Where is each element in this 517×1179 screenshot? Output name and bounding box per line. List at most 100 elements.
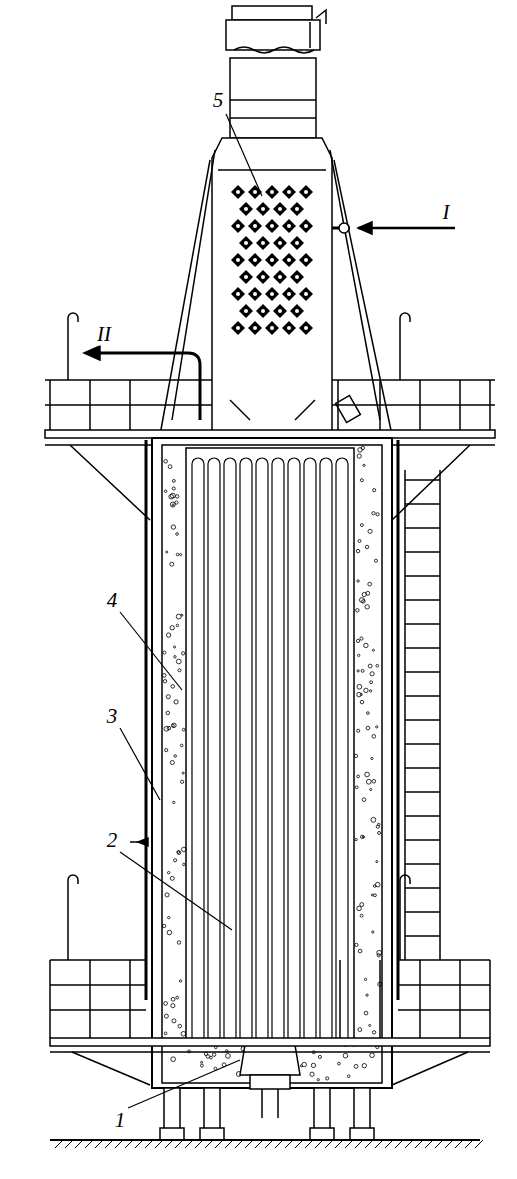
ladder-rung (405, 743, 440, 745)
diamond-hole (278, 241, 282, 245)
aggregate-dot (370, 1053, 375, 1058)
diamond-hole (253, 190, 257, 194)
aggregate-dot (364, 688, 368, 692)
lower-platform (50, 875, 490, 1085)
hatch-stroke (385, 1140, 393, 1148)
leader-lines (120, 114, 262, 1108)
aggregate-dot (174, 656, 176, 658)
aggregate-dot (165, 893, 169, 897)
aggregate-dot (212, 1053, 215, 1056)
aggregate-dot (162, 924, 165, 927)
aggregate-dot (178, 669, 181, 672)
aggregate-dot (176, 614, 181, 619)
aggregate-dot (365, 772, 370, 777)
hatch-stroke (225, 1140, 233, 1148)
aggregate-dot (356, 639, 359, 642)
diamond-hole (278, 275, 282, 279)
diamond-mark (290, 304, 304, 318)
hatch-stroke (195, 1140, 203, 1148)
hatch-stroke (75, 1140, 83, 1148)
diamond-hole (304, 224, 308, 228)
diamond-hole (236, 224, 240, 228)
ladder-rung (405, 791, 440, 793)
leg-base (200, 1128, 224, 1140)
aggregate-dot (362, 798, 366, 802)
aggregate-dot (174, 755, 177, 758)
aggregate-dot (167, 930, 172, 935)
diamond-hole (304, 292, 308, 296)
aggregate-dot (181, 1031, 186, 1036)
aggregate-dot (362, 1063, 366, 1067)
diamond-mark (265, 287, 279, 301)
aggregate-dot (357, 775, 360, 778)
aggregate-dot (172, 479, 175, 482)
railing-post (89, 380, 91, 430)
aggregate-dot (164, 459, 168, 463)
aggregate-dot (373, 489, 376, 492)
hatch-stroke (255, 1140, 263, 1148)
hatch-stroke (245, 1140, 253, 1148)
aggregate-dot (366, 591, 370, 595)
aggregate-dot (357, 684, 362, 689)
aggregate-dot (364, 643, 368, 647)
diamond-hole (244, 207, 248, 211)
aggregate-dot (170, 562, 174, 566)
aggregate-dot (356, 609, 359, 612)
aggregate-dot (355, 838, 357, 840)
aggregate-dot (180, 780, 183, 783)
aggregate-dot (175, 495, 178, 498)
hatch-stroke (105, 1140, 113, 1148)
hatch-stroke (375, 1140, 383, 1148)
hatch-stroke (85, 1140, 93, 1148)
aggregate-dot (364, 1011, 368, 1015)
aggregate-dot (174, 700, 178, 704)
aggregate-dot (180, 554, 182, 556)
diamond-mark (290, 270, 304, 284)
aggregate-dot (206, 1055, 210, 1059)
aggregate-dot (171, 997, 175, 1001)
aggregate-dot (166, 633, 170, 637)
hatch-stroke (205, 1140, 213, 1148)
aggregate-dot (166, 695, 170, 699)
diamond-mark (273, 202, 287, 216)
aggregate-dot (366, 994, 368, 996)
tube-bundle (192, 458, 348, 1040)
aggregate-dot (180, 744, 183, 747)
diamond-hole (253, 258, 257, 262)
aggregate-dot (360, 479, 363, 482)
aggregate-dot (363, 464, 365, 466)
aggregate-dot (164, 1014, 168, 1018)
aggregate-dot (171, 1057, 176, 1062)
aggregate-dot (181, 614, 183, 616)
aggregate-dot (365, 545, 368, 548)
outlet-pipe (84, 346, 200, 420)
aggregate-dot (310, 1072, 314, 1076)
hatch-stroke (475, 1140, 483, 1148)
hatch-stroke (165, 1140, 173, 1148)
diamond-mark (231, 219, 245, 233)
hatch-stroke (465, 1140, 473, 1148)
support-legs (160, 1088, 374, 1140)
aggregate-dot (164, 1002, 168, 1006)
aggregate-dot (326, 1077, 329, 1080)
diamond-mark (231, 185, 245, 199)
aggregate-dot (164, 1032, 167, 1035)
railing-post (49, 380, 51, 430)
aggregate-dot (366, 726, 370, 730)
hatch-stroke (265, 1140, 273, 1148)
aggregate-dot (370, 672, 374, 676)
hatch-stroke (325, 1140, 333, 1148)
aggregate-dot (200, 1064, 203, 1067)
ladder-rung (405, 527, 440, 529)
leg-base (310, 1128, 334, 1140)
aggregate-dot (378, 832, 381, 835)
aggregate-dot (163, 651, 166, 654)
railing-post (379, 960, 381, 1038)
callout-number: I (441, 201, 452, 224)
diamond-mark (282, 321, 296, 335)
aggregate-dot (370, 681, 373, 684)
aggregate-dot (376, 726, 378, 728)
diamond-mark (256, 270, 270, 284)
ladder-rung (405, 695, 440, 697)
aggregate-dot (171, 525, 175, 529)
